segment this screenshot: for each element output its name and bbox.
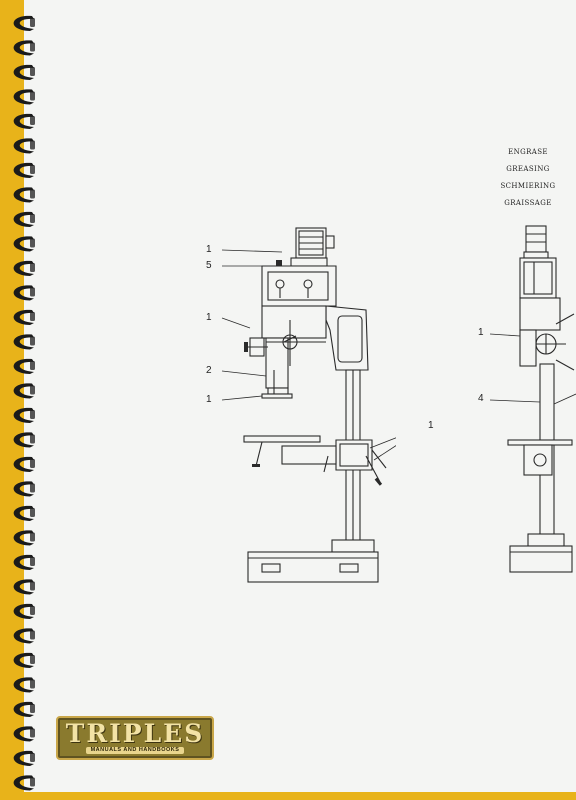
logo-word: TRIPLES	[65, 719, 205, 748]
binding-ring	[13, 701, 34, 717]
binding-hole	[30, 753, 35, 762]
heading-english: GREASING	[506, 165, 550, 173]
binding-hole	[30, 777, 35, 787]
binding-ring	[13, 456, 34, 472]
binding-hole	[30, 67, 35, 76]
binding-hole	[30, 704, 35, 713]
binding-ring	[13, 15, 34, 31]
binding-ring	[13, 775, 34, 791]
callout-right-4: 4	[478, 393, 484, 404]
binding-ring	[13, 64, 34, 80]
binding-hole	[30, 312, 35, 321]
binding-hole	[30, 532, 35, 542]
drill-press-diagram-left	[221, 227, 396, 583]
binding-hole	[30, 728, 35, 738]
binding-ring	[13, 603, 34, 619]
callout-left-1b: 1	[206, 312, 212, 323]
binding-ring	[13, 162, 34, 178]
binding-hole	[30, 336, 35, 346]
binding-ring	[13, 211, 34, 227]
binding-hole	[30, 483, 35, 493]
binding-hole	[30, 410, 35, 419]
binding-ring	[13, 187, 34, 203]
binding-hole	[30, 18, 35, 27]
binding-hole	[30, 189, 35, 199]
binding-hole	[30, 287, 35, 297]
binding-ring	[13, 579, 34, 595]
binding-hole	[30, 91, 35, 101]
binding-ring	[13, 530, 34, 546]
binding-hole	[30, 140, 35, 150]
binding-hole	[30, 557, 35, 566]
binding-hole	[30, 263, 35, 272]
binding-hole	[30, 214, 35, 223]
binding-ring	[13, 628, 34, 644]
binding-hole	[30, 655, 35, 664]
binding-hole	[30, 42, 35, 52]
drill-press-diagram-right	[490, 225, 576, 573]
logo-tagline: MANUALS AND HANDBOOKS	[86, 747, 184, 754]
binding-ring	[13, 652, 34, 668]
heading-spanish: ENGRASE	[508, 148, 548, 156]
binding-ring	[13, 432, 34, 448]
callout-left-1c: 1	[206, 394, 212, 405]
binding-hole	[30, 581, 35, 591]
binding-hole	[30, 116, 35, 125]
callout-left-1: 1	[206, 244, 212, 255]
binding-ring	[13, 334, 34, 350]
binding-ring	[13, 113, 34, 129]
binding-ring	[13, 750, 34, 766]
binding-hole	[30, 459, 35, 468]
binding-ring	[13, 505, 34, 521]
callout-right-1: 1	[478, 327, 484, 338]
binding-hole	[30, 508, 35, 517]
binding-ring	[13, 285, 34, 301]
manual-page	[24, 0, 576, 792]
heading-german: SCHMIERING	[500, 182, 556, 190]
binding-ring	[13, 260, 34, 276]
binding-ring	[13, 236, 34, 252]
callout-left-2: 2	[206, 365, 212, 376]
binding-hole	[30, 630, 35, 640]
binding-ring	[13, 309, 34, 325]
binding-hole	[30, 238, 35, 248]
spiral-binding	[13, 15, 35, 791]
binding-ring	[13, 358, 34, 374]
binding-ring	[13, 554, 34, 570]
binding-ring	[13, 726, 34, 742]
binding-hole	[30, 434, 35, 444]
binding-ring	[13, 677, 34, 693]
binding-hole	[30, 679, 35, 689]
binding-ring	[13, 40, 34, 56]
binding-hole	[30, 361, 35, 370]
heading-french: GRAISSAGE	[504, 199, 552, 207]
binding-ring	[13, 481, 34, 497]
binding-hole	[30, 165, 35, 174]
binding-hole	[30, 606, 35, 615]
triples-logo: TRIPLES MANUALS AND HANDBOOKS	[56, 716, 214, 760]
callout-left-1d: 1	[428, 420, 434, 431]
callout-left-5: 5	[206, 260, 212, 271]
binding-hole	[30, 385, 35, 395]
binding-ring	[13, 138, 34, 154]
binding-ring	[13, 89, 34, 105]
binding-ring	[13, 407, 34, 423]
binding-ring	[13, 383, 34, 399]
